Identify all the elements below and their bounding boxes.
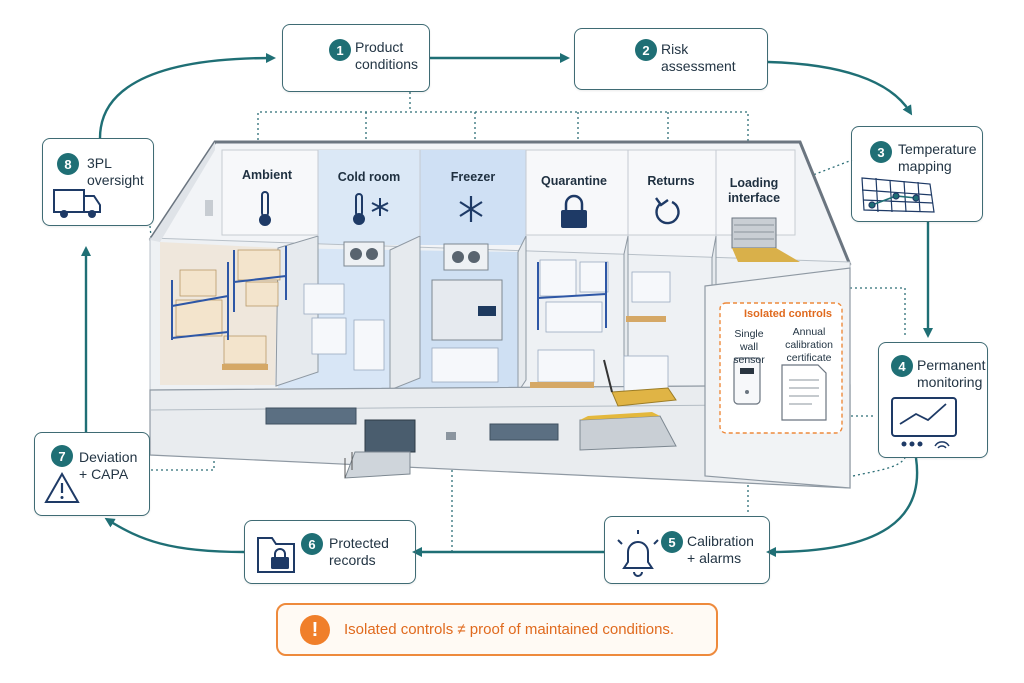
bell-icon bbox=[617, 530, 659, 577]
monitor-chart-icon bbox=[891, 397, 957, 449]
wall-sensor-icon bbox=[733, 357, 761, 405]
step-5-label: Calibration+ alarms bbox=[687, 533, 754, 566]
freezer-snowflake-icon bbox=[459, 196, 483, 222]
step-7-box: 7 Deviation+ CAPA bbox=[34, 432, 150, 516]
step-6-number: 6 bbox=[301, 533, 323, 555]
step-5-box: 5 Calibration+ alarms bbox=[604, 516, 770, 584]
zone-ambient-label: Ambient bbox=[242, 168, 292, 182]
returns-arrow-icon bbox=[655, 197, 680, 225]
step-2-number: 2 bbox=[635, 39, 657, 61]
truck-icon bbox=[53, 189, 101, 218]
step-1-number: 1 bbox=[329, 39, 351, 61]
exclamation-icon: ! bbox=[300, 615, 330, 645]
quarantine-lock-icon bbox=[561, 194, 587, 228]
step-3-number: 3 bbox=[870, 141, 892, 163]
step-4-number: 4 bbox=[891, 355, 913, 377]
storage-racks bbox=[171, 241, 677, 407]
certificate-icon bbox=[781, 364, 827, 421]
zone-quarantine-label: Quarantine bbox=[541, 174, 607, 188]
warning-banner: ! Isolated controls ≠ proof of maintaine… bbox=[276, 603, 718, 656]
warning-banner-text: Isolated controls ≠ proof of maintained … bbox=[344, 621, 675, 638]
step-5-number: 5 bbox=[661, 531, 683, 553]
grid-map-icon bbox=[861, 177, 935, 213]
cold-room-icon bbox=[353, 193, 389, 225]
step-8-number: 8 bbox=[57, 153, 79, 175]
ambient-thermometer-icon bbox=[259, 191, 271, 226]
cycle-arrows bbox=[81, 53, 933, 557]
isolated-controls-title: Isolated controls bbox=[744, 308, 833, 320]
zone-cold-room-label: Cold room bbox=[337, 170, 401, 184]
step-7-number: 7 bbox=[51, 445, 73, 467]
locked-folder-icon bbox=[257, 537, 295, 573]
zone-returns-label: Returns bbox=[647, 174, 695, 188]
zone-freezer-label: Freezer bbox=[450, 170, 496, 184]
step-7-label: Deviation+ CAPA bbox=[79, 449, 138, 482]
warning-triangle-icon bbox=[44, 471, 80, 503]
